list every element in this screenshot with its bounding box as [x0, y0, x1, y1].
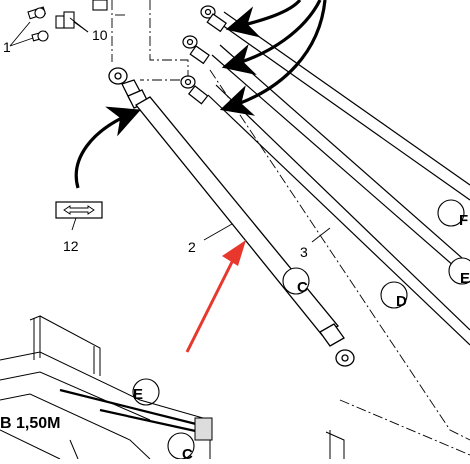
red-arrow-icon [185, 240, 246, 353]
part-leaders [71, 211, 331, 243]
double-arrow-tag-icon [55, 201, 103, 219]
fastener-leaders [9, 17, 89, 47]
circle-label-c: C [297, 279, 308, 296]
reference-lines [111, 0, 470, 456]
callout-3: 3 [300, 244, 308, 260]
fastener-bolts [27, 0, 108, 42]
machine-width-label: B 1,50M [0, 415, 60, 432]
callout-12: 12 [63, 238, 79, 254]
main-cylinder [108, 67, 355, 367]
circle-label-c-bottom: C [182, 446, 193, 459]
circle-label-e: E [133, 386, 143, 403]
callout-arrows [74, 0, 327, 189]
reference-circles [132, 199, 470, 460]
callout-10: 10 [92, 27, 108, 43]
callout-1: 1 [3, 39, 11, 55]
circle-label-e-right: E [460, 270, 470, 287]
circle-label-d: D [396, 293, 407, 310]
labels: 1 10 2 3 12 C D F E E C B 1,50M [0, 27, 470, 463]
cylinder-rod-ends [180, 5, 227, 105]
callout-2: 2 [188, 239, 196, 255]
machine-frame [0, 315, 345, 460]
circle-label-f: F [459, 212, 468, 229]
long-cylinders [207, 11, 470, 346]
